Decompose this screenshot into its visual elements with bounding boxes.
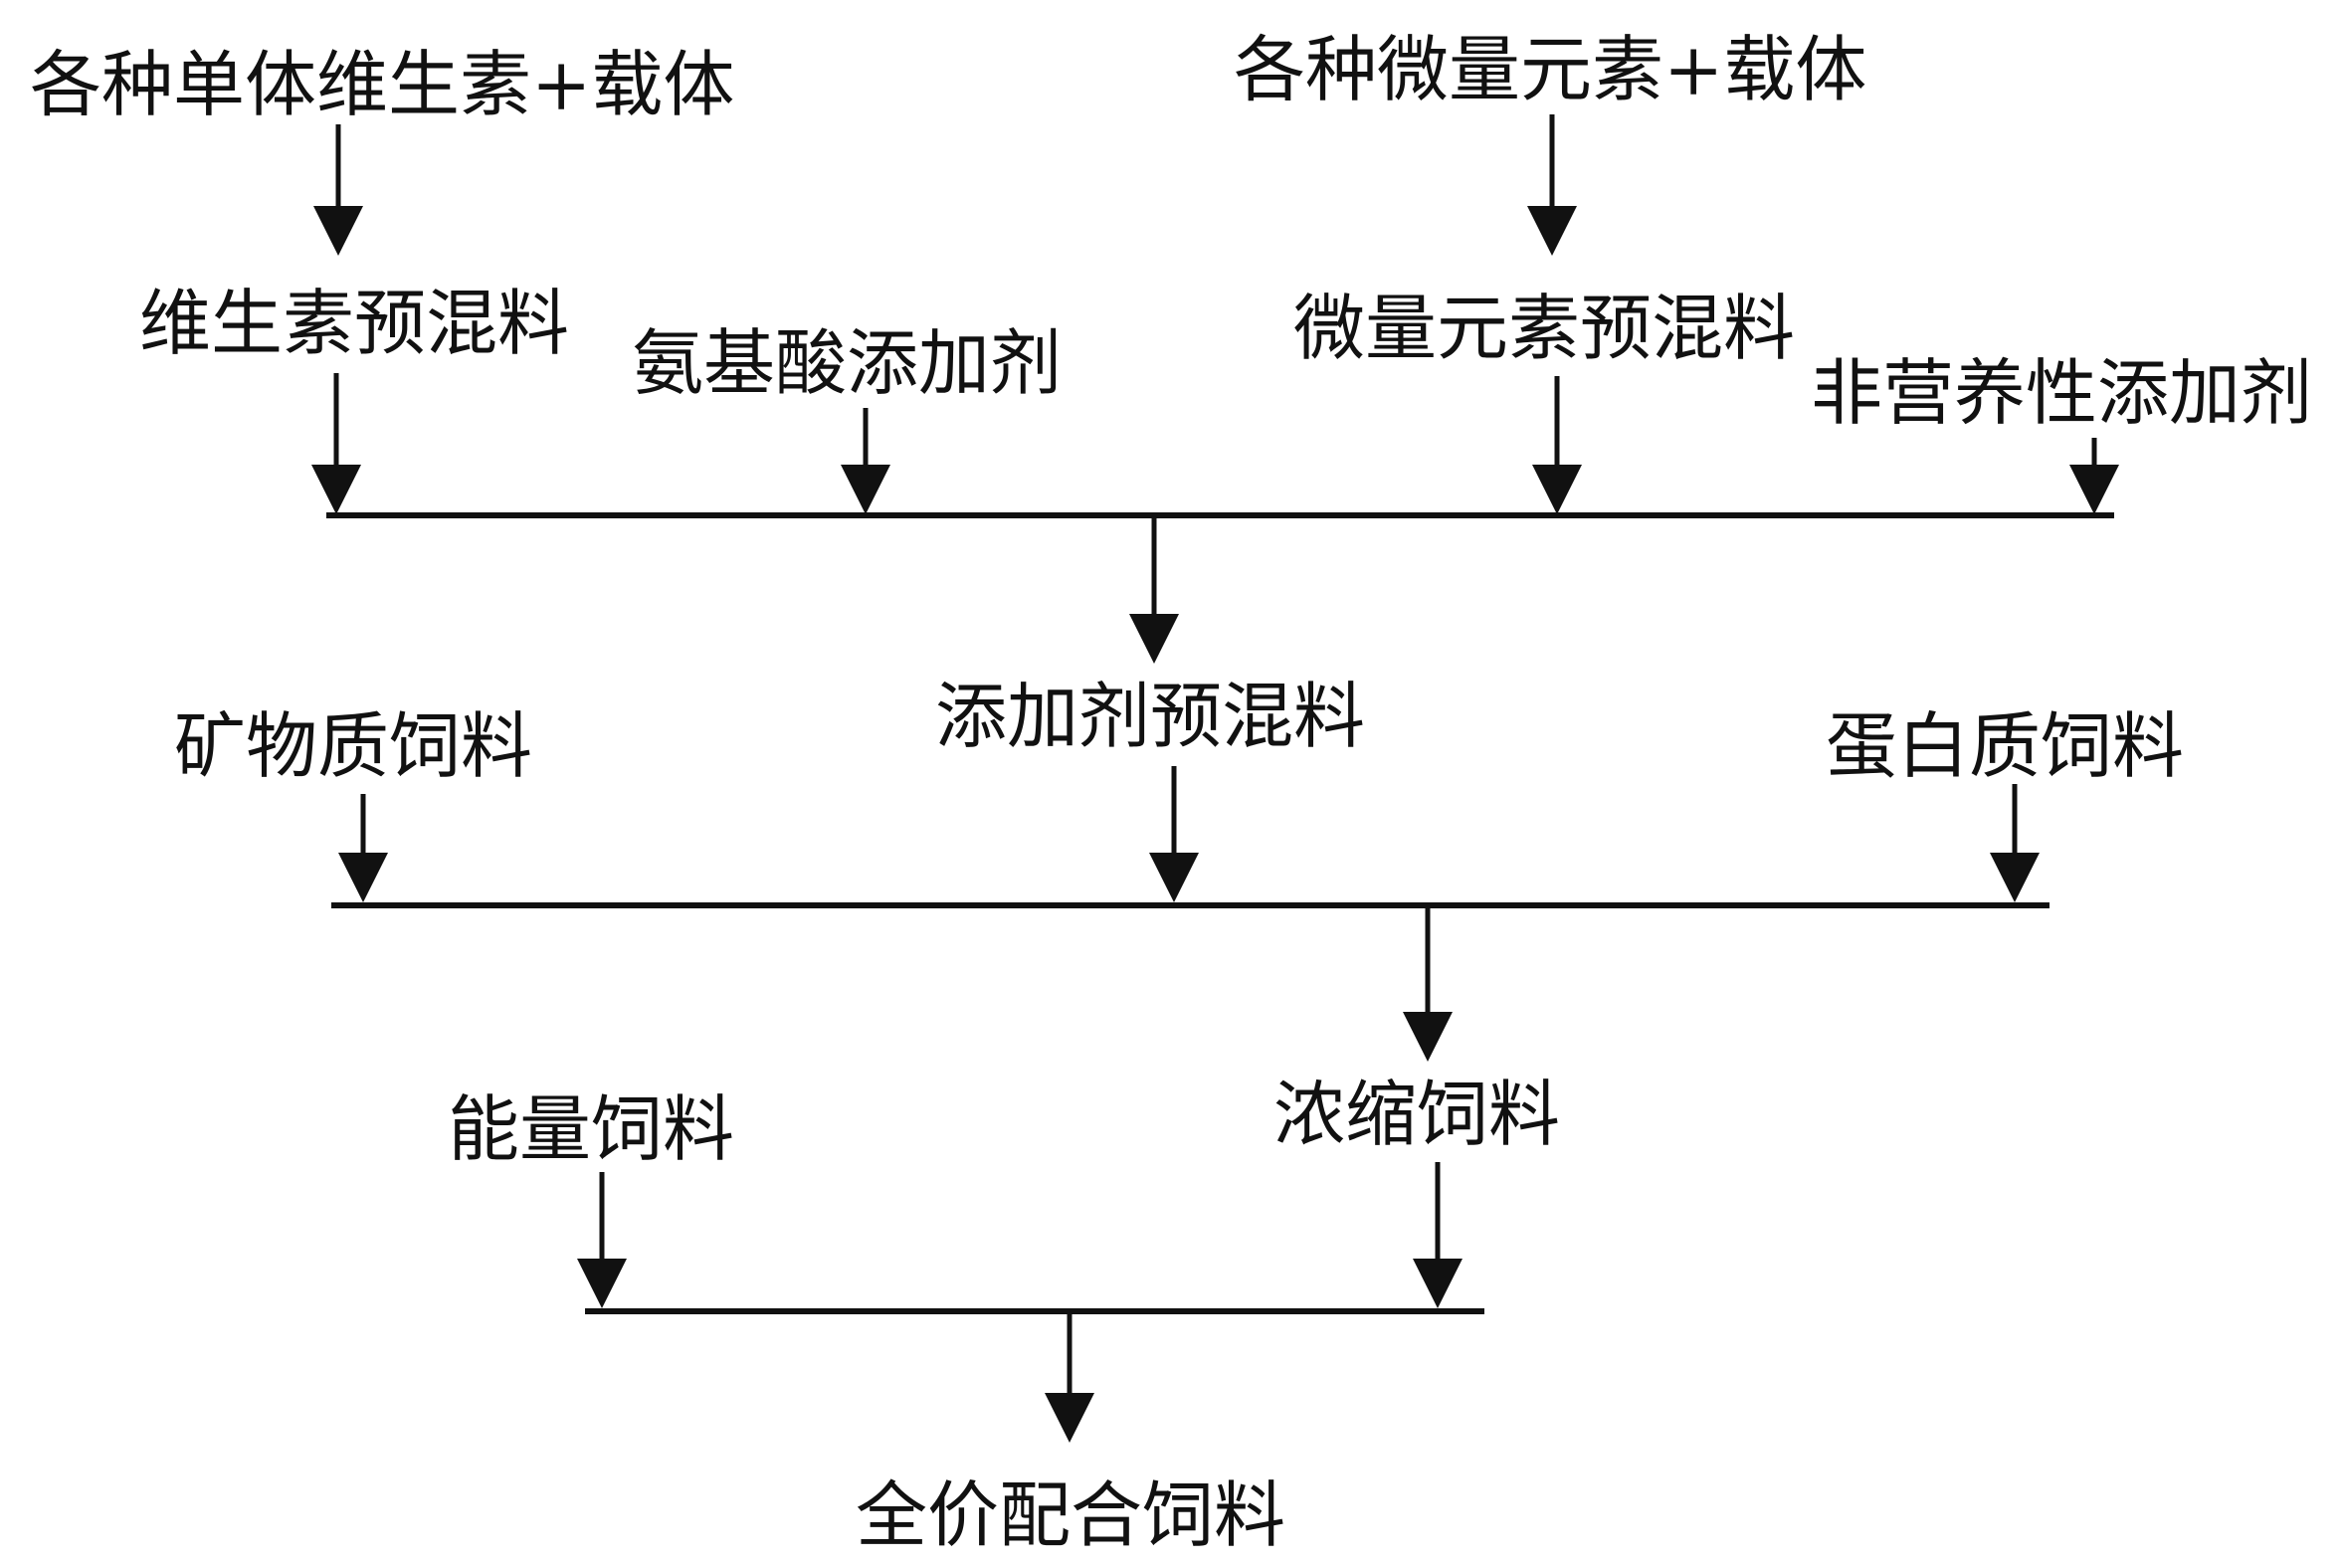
node-non-nutritive-additive: 非营养性添加剂 [1811,351,2312,435]
node-trace-element-premix: 微量元素预混料 [1293,287,1795,370]
node-vitamin-premix: 维生素预混料 [139,282,569,365]
node-vitamins-carrier: 各种单体维生素+载体 [30,43,734,126]
node-additive-premix: 添加剂预混料 [935,675,1365,758]
node-amino-acid-additive: 氨基酸添加剂 [632,321,1062,405]
node-energy-feed: 能量饲料 [448,1087,734,1171]
node-protein-feed: 蛋白质饲料 [1826,704,2184,788]
node-complete-feed: 全价配合饲料 [856,1473,1285,1557]
node-concentrate-feed: 浓缩饲料 [1273,1073,1560,1156]
node-trace-elements-carrier: 各种微量元素+载体 [1234,28,1866,111]
node-mineral-feed: 矿物质饲料 [174,704,532,788]
